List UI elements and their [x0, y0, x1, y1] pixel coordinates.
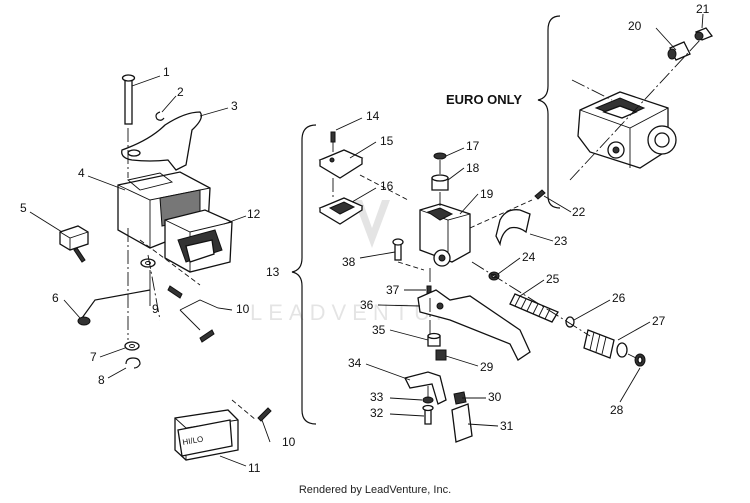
callout-22: 22: [572, 205, 586, 219]
part-9-washer: [140, 258, 156, 268]
part-38-bolt: [392, 238, 404, 261]
part-16-diaphragm: [318, 197, 364, 225]
part-5-connector: [59, 225, 89, 263]
part-15-cover: [318, 149, 364, 179]
part-34-bracket: [404, 371, 447, 405]
callout-5: 5: [20, 201, 27, 215]
part-25-spring: [509, 293, 559, 323]
callout-32: 32: [370, 406, 384, 420]
left-centerlines: [127, 128, 201, 340]
callout-12: 12: [247, 207, 261, 221]
callout-6: 6: [52, 291, 59, 305]
callout-38: 38: [342, 255, 356, 269]
part-29-nut: [435, 349, 447, 361]
footer-credit: Rendered by LeadVenture, Inc.: [298, 484, 452, 496]
callout-21: 21: [696, 2, 710, 16]
callout-26: 26: [612, 291, 626, 305]
part-7-washer: [124, 341, 140, 351]
part-22-screw: [534, 189, 546, 200]
callout-36: 36: [360, 298, 374, 312]
callout-16: 16: [380, 179, 394, 193]
part-31-switch: [451, 403, 473, 443]
callout-3: 3: [231, 99, 238, 113]
callout-14: 14: [366, 109, 380, 123]
callout-18: 18: [466, 161, 480, 175]
part-17-washer: [433, 152, 447, 160]
part-20-fitting: [667, 41, 691, 61]
callout-35: 35: [372, 323, 386, 337]
euro-centerline-2: [571, 79, 613, 101]
callout-33: 33: [370, 390, 384, 404]
part-23-clamp: [495, 209, 531, 247]
part-1-pin: [121, 74, 136, 125]
callout-34: 34: [348, 356, 362, 370]
watermark-logo: [354, 200, 390, 248]
callout-9: 9: [152, 302, 159, 316]
part-35-bushing: [427, 332, 441, 347]
callout-10-upper: 10: [236, 302, 250, 316]
callout-30: 30: [488, 390, 502, 404]
leader-lines: [29, 13, 704, 467]
callout-31: 31: [500, 419, 514, 433]
center-centerlines: [332, 142, 637, 398]
part-6-wire-terminal: [77, 289, 151, 326]
bracket-13: [291, 124, 317, 425]
callout-23: 23: [554, 234, 568, 248]
part-8-e-clip: [125, 357, 141, 369]
part-3-lever-cover: [121, 111, 203, 171]
part-36-brake-lever: [417, 289, 531, 361]
callout-28: 28: [610, 403, 624, 417]
callout-11: 11: [248, 461, 261, 475]
part-30-switch-plate: [453, 391, 467, 405]
part-2-clip: [155, 111, 165, 121]
euro-centerline: [569, 39, 701, 181]
callout-8: 8: [98, 373, 105, 387]
callout-7: 7: [90, 350, 97, 364]
callout-19: 19: [480, 187, 494, 201]
part-32-screw: [422, 404, 434, 425]
part-27-piston: [583, 329, 628, 359]
callout-24: 24: [522, 250, 536, 264]
callout-1: 1: [163, 65, 170, 79]
euro-master-cylinder: [577, 91, 677, 169]
part-12-switch-block: [164, 209, 233, 273]
switch-label: HI/LO: [182, 434, 204, 446]
part-10-screws-upper: [167, 285, 215, 343]
part-11-hi-lo-switch: HI/LO: [174, 409, 239, 461]
callout-17: 17: [466, 139, 480, 153]
part-19-master-cylinder: [419, 203, 471, 267]
callout-27: 27: [652, 314, 666, 328]
callout-29: 29: [480, 360, 494, 374]
callout-2: 2: [177, 85, 184, 99]
callout-13: 13: [266, 265, 280, 279]
part-21-cap: [694, 27, 714, 41]
euro-bracket: [537, 15, 561, 209]
part-18-bushing: [431, 174, 449, 191]
callout-20: 20: [628, 19, 642, 33]
part-28-seal: [634, 353, 646, 367]
callout-15: 15: [380, 134, 394, 148]
callout-4: 4: [78, 166, 85, 180]
callout-10-lower: 10: [282, 435, 296, 449]
euro-only-label: EURO ONLY: [446, 92, 522, 107]
callout-37: 37: [386, 283, 400, 297]
part-10-screw-lower: [231, 399, 272, 422]
part-14-screw: [330, 131, 336, 143]
callout-25: 25: [546, 272, 560, 286]
